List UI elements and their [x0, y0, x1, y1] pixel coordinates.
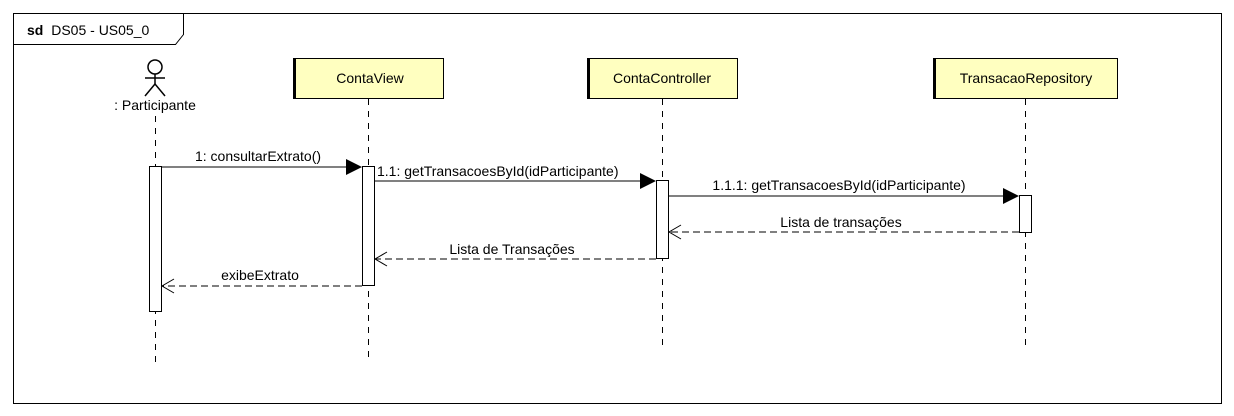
message-arrowhead — [640, 173, 656, 189]
message-label: 1.1: getTransacoesById(idParticipante) — [377, 163, 619, 179]
message-1-1-1: 1.1.1: getTransacoesById(idParticipante) — [669, 177, 1019, 204]
frame-title: sd DS05 - US05_0 — [27, 22, 150, 38]
lifeline-contacontroller: ContaController — [587, 58, 738, 99]
message-arrowhead — [1003, 188, 1019, 204]
message-open-arrowhead — [374, 251, 388, 267]
message-reply-lista-transacoes-upper: Lista de Transações — [374, 241, 656, 267]
message-label: Lista de Transações — [449, 241, 574, 257]
message-1: 1: consultarExtrato() — [162, 148, 362, 175]
lifeline-transacaorepository: TransacaoRepository — [933, 58, 1118, 99]
lifeline-box-accent — [587, 58, 590, 99]
activation-transacaorepository — [1019, 195, 1032, 233]
actor-label: : Participante — [114, 97, 196, 113]
message-label: exibeExtrato — [221, 267, 299, 283]
message-arrowhead — [346, 159, 362, 175]
message-reply-exibe-extrato: exibeExtrato — [161, 267, 362, 294]
lifeline-box-accent — [933, 58, 936, 99]
message-label: Lista de transações — [780, 214, 901, 230]
lifeline-contaview: ContaView — [293, 58, 444, 99]
message-label: 1: consultarExtrato() — [195, 148, 321, 164]
lifeline-label-contacontroller: ContaController — [613, 70, 711, 86]
lifeline-label-contaview: ContaView — [336, 70, 404, 86]
frame-keyword: sd — [27, 22, 43, 38]
activation-contacontroller — [656, 180, 669, 259]
activation-contaview — [362, 166, 375, 286]
activation-participante — [149, 166, 162, 312]
frame-title-tab — [13, 13, 184, 45]
message-reply-lista-transacoes: Lista de transações — [668, 214, 1019, 240]
message-open-arrowhead — [668, 224, 682, 240]
lifeline-box-accent — [293, 58, 296, 99]
message-open-arrowhead — [161, 278, 175, 294]
message-1-1: 1.1: getTransacoesById(idParticipante) — [375, 163, 656, 189]
lifeline-box — [933, 58, 1118, 99]
actor-right-leg — [154, 83, 166, 97]
lifeline-label-transacaorepository: TransacaoRepository — [960, 70, 1093, 86]
frame-name: DS05 - US05_0 — [51, 22, 149, 38]
actor-participante: : Participante — [114, 59, 196, 113]
actor-left-leg — [144, 83, 156, 97]
lifeline-box — [293, 58, 444, 99]
message-label: 1.1.1: getTransacoesById(idParticipante) — [712, 177, 965, 193]
actor-head — [147, 59, 163, 75]
